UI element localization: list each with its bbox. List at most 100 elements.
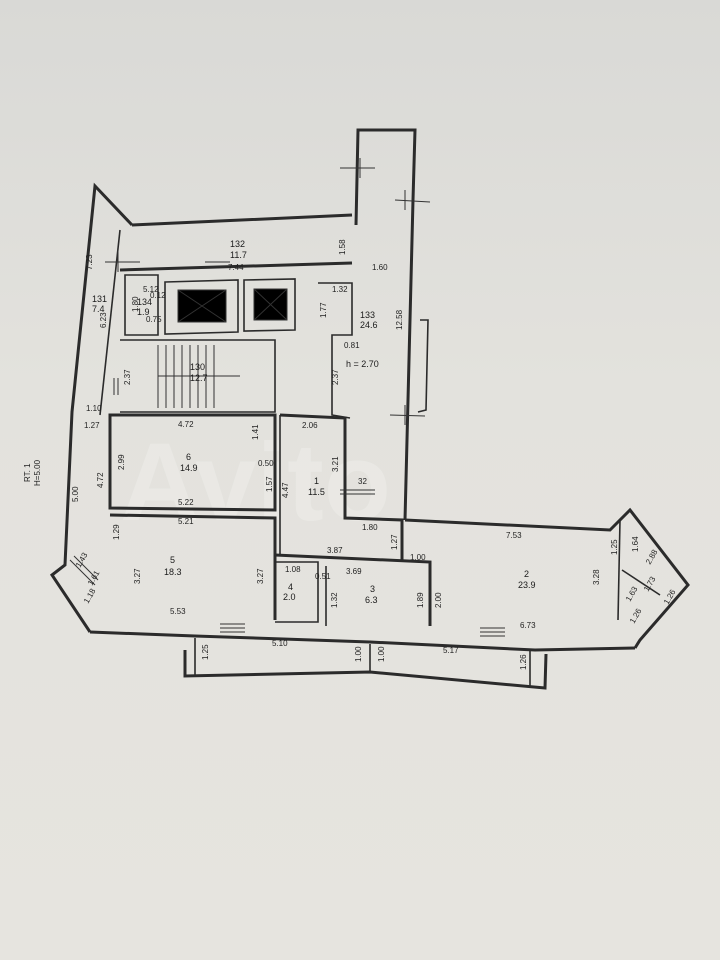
dimension-label: 4.72 bbox=[178, 420, 194, 429]
dimension-label: 3.27 bbox=[133, 568, 142, 584]
dimension-label: 1.08 bbox=[285, 565, 301, 574]
dimension-label: 5.53 bbox=[170, 607, 186, 616]
dimension-label: 4.72 bbox=[96, 472, 105, 488]
room-area: 11.5 bbox=[308, 487, 325, 497]
svg-text:RT. 1: RT. 1 bbox=[23, 463, 32, 482]
room-id: 131 bbox=[92, 294, 107, 304]
room-4: 4 2.0 bbox=[283, 582, 296, 602]
dimension-label: 1.25 bbox=[610, 539, 619, 555]
dimension-label: 5.12 bbox=[143, 285, 159, 294]
dimension-label: 1.89 bbox=[416, 592, 425, 608]
room-id: 2 bbox=[524, 569, 529, 579]
room-131: 131 7.4 bbox=[92, 294, 107, 314]
room-labels: 132 11.7 133 24.6 134 1.9 131 7.4 130 12… bbox=[23, 239, 536, 605]
dimension-label: 1.61 bbox=[86, 569, 102, 587]
room-id: 6 bbox=[186, 452, 191, 462]
room-id: 134 bbox=[137, 297, 152, 307]
dimension-label: 1.57 bbox=[265, 476, 274, 492]
room-area: 24.6 bbox=[360, 320, 378, 330]
dimension-label: 1.25 bbox=[201, 644, 210, 660]
dimension-label: 2.99 bbox=[117, 454, 126, 470]
room-id: 4 bbox=[288, 582, 293, 592]
interior-walls bbox=[69, 158, 661, 637]
room-1: 1 11.5 bbox=[308, 476, 325, 497]
dimension-label: 5.21 bbox=[178, 517, 194, 526]
room-area: 14.9 bbox=[180, 463, 198, 473]
dimension-label: 3.69 bbox=[346, 567, 362, 576]
dimension-label: 1.80 bbox=[362, 523, 378, 532]
dimension-label: 4.47 bbox=[281, 482, 290, 498]
dimension-label: 1.32 bbox=[330, 592, 339, 608]
dimension-label: 7.44 bbox=[228, 263, 244, 272]
room-area: 23.9 bbox=[518, 580, 536, 590]
dimension-label: 1.10 bbox=[86, 404, 102, 413]
room-area: 18.3 bbox=[164, 567, 182, 577]
dimension-label: 1.27 bbox=[390, 534, 399, 550]
dimension-label: 6.23 bbox=[99, 312, 108, 328]
dimension-label: 3.27 bbox=[256, 568, 265, 584]
dimension-label: 5.10 bbox=[272, 639, 288, 648]
dimension-label: 0.12 bbox=[150, 291, 166, 300]
dimension-label: 1.77 bbox=[319, 302, 328, 318]
dimension-label: 0.50 bbox=[258, 459, 274, 468]
dimension-label: 3.28 bbox=[592, 569, 601, 585]
room-id: 3 bbox=[370, 584, 375, 594]
dimension-label: 1.64 bbox=[631, 536, 640, 552]
dimension-label: 1.32 bbox=[332, 285, 348, 294]
dimension-label: 7.53 bbox=[506, 531, 522, 540]
dimension-label: 3.87 bbox=[327, 546, 343, 555]
dimension-label: 12.58 bbox=[395, 309, 404, 330]
room-6: 6 14.9 bbox=[180, 452, 198, 473]
dimension-label: 1.00 bbox=[377, 646, 386, 662]
room-id: 133 bbox=[360, 310, 375, 320]
dimension-label: 1.26 bbox=[628, 607, 644, 625]
dimension-label: 1.29 bbox=[112, 524, 121, 540]
room-area: 7.4 bbox=[92, 304, 105, 314]
room-area: 11.7 bbox=[230, 250, 247, 260]
dimension-label: 5.00 bbox=[71, 486, 80, 502]
dimension-label: 1.26 bbox=[519, 654, 528, 670]
room-132: 132 11.7 bbox=[230, 239, 247, 260]
dimension-label: 7.23 bbox=[85, 254, 94, 270]
room-area: 6.3 bbox=[365, 595, 378, 605]
room-134: 134 1.9 bbox=[137, 297, 152, 317]
room-id: 5 bbox=[170, 555, 175, 565]
dimension-label: 32 bbox=[358, 477, 367, 486]
dimension-label: 1.73 bbox=[642, 575, 658, 593]
dimension-label: 1.63 bbox=[624, 585, 640, 603]
dimension-label: 1.00 bbox=[410, 553, 426, 562]
dimension-label: 1.58 bbox=[338, 239, 347, 255]
dimension-label: 1.27 bbox=[84, 421, 100, 430]
dimension-label: 2.37 bbox=[331, 369, 340, 385]
dimension-label: 5.17 bbox=[443, 646, 459, 655]
dimension-label: 1.60 bbox=[372, 263, 388, 272]
dimension-label: 0.75 bbox=[146, 315, 162, 324]
dimension-label: 1.41 bbox=[251, 424, 260, 440]
ceiling-height-note: h = 2.70 bbox=[346, 359, 379, 369]
dimension-label: 2.37 bbox=[123, 369, 132, 385]
room-id: 130 bbox=[190, 362, 205, 372]
room-area: 2.0 bbox=[283, 592, 296, 602]
outer-walls bbox=[49, 128, 690, 690]
dimension-label: 2.06 bbox=[302, 421, 318, 430]
dimension-label: 3.21 bbox=[331, 456, 340, 472]
svg-text:H=5.00: H=5.00 bbox=[33, 459, 42, 486]
room-area: 1.9 bbox=[137, 307, 150, 317]
dimension-label: 1.18 bbox=[82, 587, 98, 605]
dimension-label: 0.51 bbox=[315, 572, 331, 581]
dimension-label: 1.43 bbox=[74, 551, 90, 569]
room-133: 133 24.6 bbox=[360, 310, 378, 330]
dimension-label: 2.88 bbox=[644, 548, 660, 566]
room-130: 130 12.7 bbox=[190, 362, 208, 383]
room-id: 1 bbox=[314, 476, 319, 486]
room-5: 5 18.3 bbox=[164, 555, 182, 577]
dimension-label: 2.00 bbox=[434, 592, 443, 608]
dimension-label: 1.80 bbox=[131, 296, 140, 312]
dimension-label: 1.00 bbox=[354, 646, 363, 662]
side-note: RT. 1 H=5.00 bbox=[23, 459, 42, 486]
room-3: 3 6.3 bbox=[365, 584, 378, 605]
room-id: 132 bbox=[230, 239, 245, 249]
room-2: 2 23.9 bbox=[518, 569, 536, 590]
